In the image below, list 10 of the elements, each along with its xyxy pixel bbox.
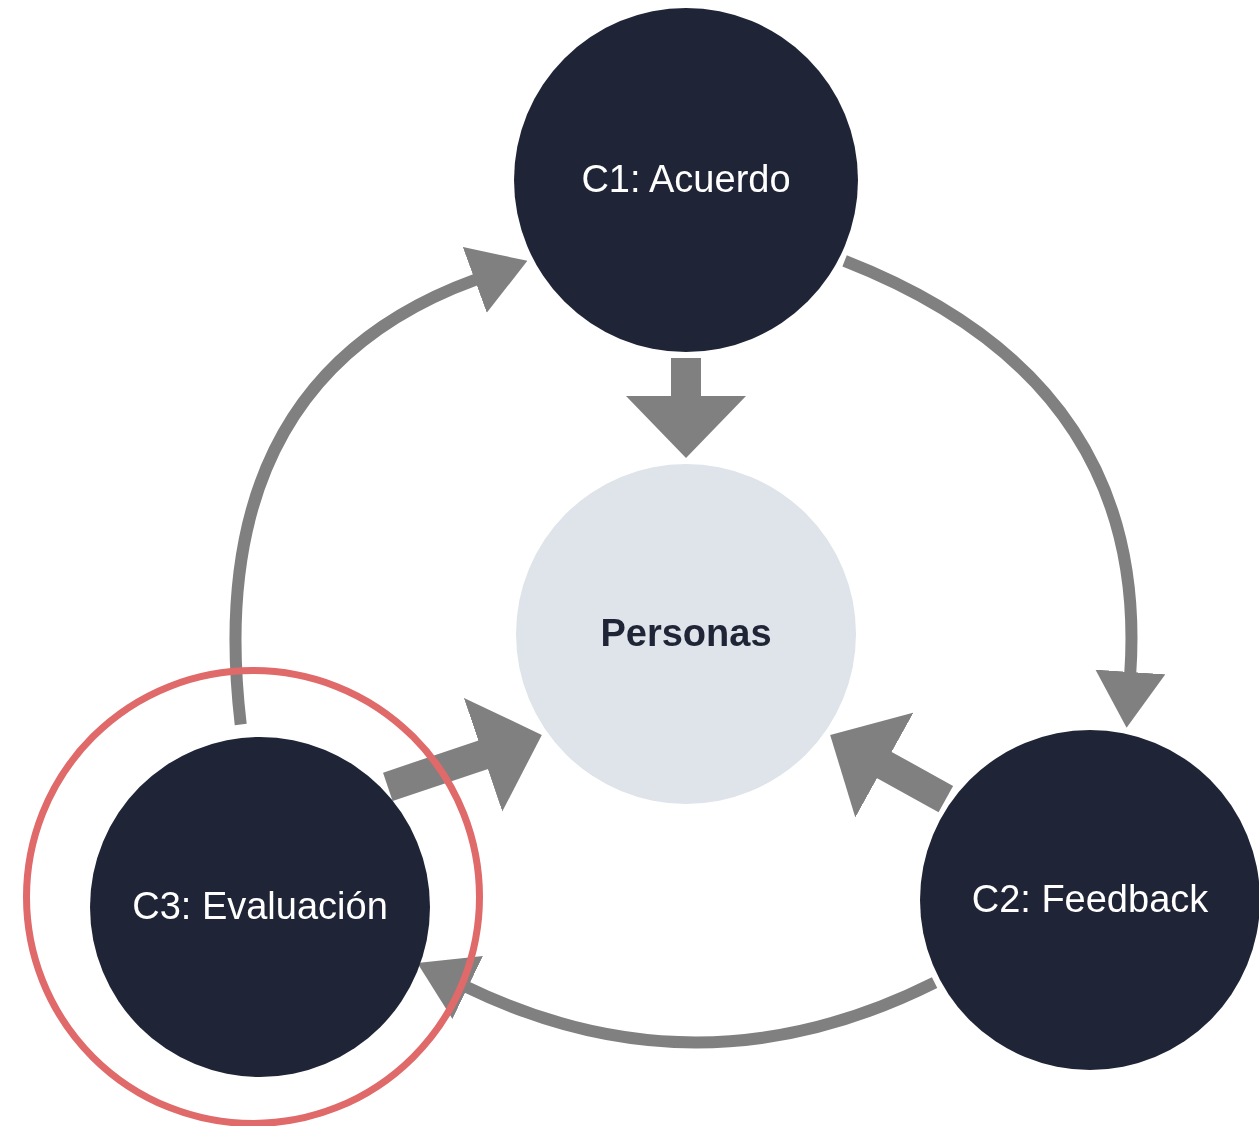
arrow: [842, 255, 1166, 728]
node-label: Personas: [600, 611, 772, 657]
arrow: [383, 697, 542, 812]
arrow: [229, 247, 527, 725]
node-label: C1: Acuerdo: [581, 157, 791, 203]
highlight-ring: [23, 667, 483, 1126]
node-label: C2: Feedback: [971, 877, 1209, 923]
arrow: [626, 358, 746, 458]
arrow: [830, 712, 954, 818]
node-label: C3: Evaluación: [132, 884, 388, 930]
